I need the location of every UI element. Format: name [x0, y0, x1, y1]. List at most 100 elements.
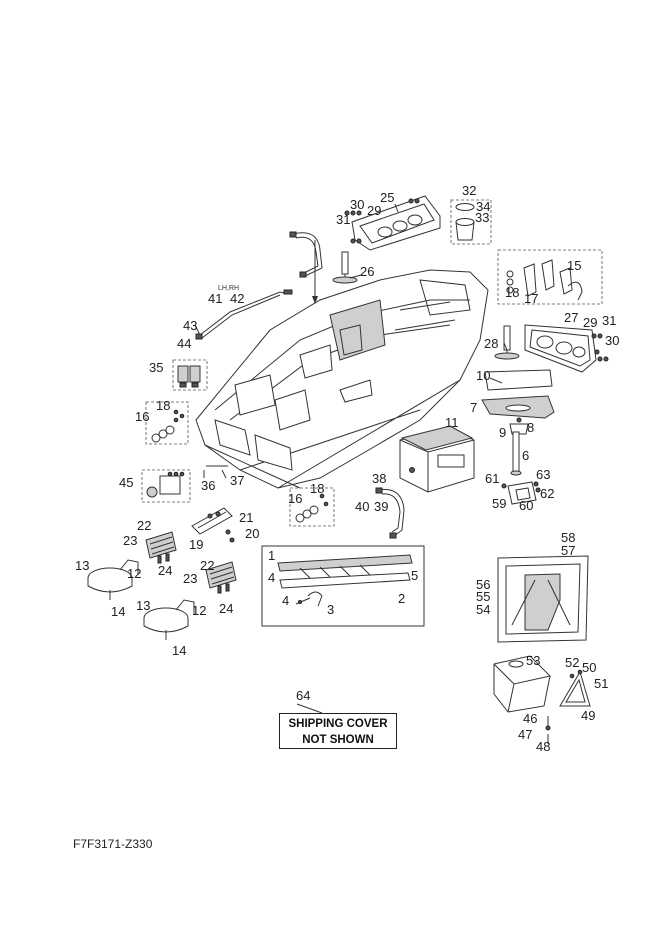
callout: 58	[561, 530, 575, 545]
grab-handle	[375, 487, 405, 539]
callout: 33	[475, 210, 489, 225]
callout-labels: 1 4 5 2 4 3 6 7 8 9 10 11 12 12 13 13 14…	[75, 183, 619, 754]
callout: 53	[526, 653, 540, 668]
drawing-code: F7F3171-Z330	[73, 837, 153, 851]
callout: 29	[367, 203, 381, 218]
callout: 31	[602, 313, 616, 328]
leader-lines	[194, 274, 508, 714]
callout: 6	[522, 448, 529, 463]
callout: 30	[605, 333, 619, 348]
callout: 42	[230, 291, 244, 306]
callout: 38	[372, 471, 386, 486]
callout: 22	[137, 518, 151, 533]
callout: 15	[567, 258, 581, 273]
callout: 25	[380, 190, 394, 205]
callout: 61	[485, 471, 499, 486]
step-lower	[205, 561, 237, 594]
hinge-group-lower	[289, 487, 335, 527]
cup-holder	[450, 199, 492, 245]
callout: 23	[183, 571, 197, 586]
callout: 11	[445, 415, 459, 430]
callout: 18	[505, 285, 519, 300]
callout: 51	[594, 676, 608, 691]
callout: 24	[158, 563, 172, 578]
callout: 62	[540, 486, 554, 501]
callout: 18	[156, 398, 170, 413]
pedestals	[332, 251, 520, 360]
callout: 27	[564, 310, 578, 325]
callout: 60	[519, 498, 533, 513]
callout: 34	[476, 199, 490, 214]
lh-rh-label: LH,RH	[218, 285, 239, 292]
callout: 1	[268, 548, 275, 563]
callout: 46	[523, 711, 537, 726]
storage-box-53	[493, 655, 551, 713]
callout: 55	[476, 589, 490, 604]
callout: 10	[476, 368, 490, 383]
cooler-box	[399, 425, 475, 493]
callout: 3	[327, 602, 334, 617]
callout: 13	[75, 558, 89, 573]
callout: 18	[310, 481, 324, 496]
callout: 21	[239, 510, 253, 525]
callout: 52	[565, 655, 579, 670]
shipping-note-line1: SHIPPING COVER	[288, 718, 388, 730]
callout: 23	[123, 533, 137, 548]
trim-pieces	[481, 369, 555, 435]
callout: 12	[192, 603, 206, 618]
callout: 31	[336, 212, 350, 227]
table-pole	[510, 431, 522, 476]
callout: 14	[111, 604, 125, 619]
callout: 39	[374, 499, 388, 514]
callout: 48	[536, 739, 550, 754]
callout: 43	[183, 318, 197, 333]
callout: 29	[583, 315, 597, 330]
steering-cable	[195, 289, 293, 340]
callout: 41	[208, 291, 222, 306]
seat-lower	[143, 599, 195, 640]
callout: 24	[219, 601, 233, 616]
gauge-panel-upper	[344, 195, 441, 251]
callout: 37	[230, 473, 244, 488]
callout: 14	[172, 643, 186, 658]
callout: 8	[527, 420, 534, 435]
part-45-plate	[141, 469, 191, 503]
fasteners-46-48	[545, 716, 551, 744]
callout: 4	[268, 570, 275, 585]
callout: 22	[200, 558, 214, 573]
boat-hull	[195, 240, 489, 489]
callout: 20	[245, 526, 259, 541]
callout: 32	[462, 183, 476, 198]
hardware-group-15	[497, 249, 603, 305]
callout: 59	[492, 496, 506, 511]
callout: 16	[288, 491, 302, 506]
step-upper	[145, 531, 177, 564]
callout: 57	[561, 543, 575, 558]
plate-49	[559, 669, 591, 707]
callout: 40	[355, 499, 369, 514]
callout: 44	[177, 336, 191, 351]
inset-panel-hatch	[497, 555, 589, 643]
callout: 4	[282, 593, 289, 608]
gauge-panel-right	[524, 324, 609, 373]
callout: 50	[582, 660, 596, 675]
seat-upper	[87, 559, 139, 600]
callout: 36	[201, 478, 215, 493]
callout: 63	[536, 467, 550, 482]
shipping-cover-note: SHIPPING COVER NOT SHOWN	[279, 713, 397, 749]
callout: 2	[398, 591, 405, 606]
callout: 17	[524, 291, 538, 306]
callout: 5	[411, 568, 418, 583]
part-35-hardware	[172, 359, 208, 391]
bracket-group	[501, 481, 541, 505]
callout: 12	[127, 566, 141, 581]
handrail-upper	[289, 231, 323, 278]
callout: 19	[189, 537, 203, 552]
callout: 54	[476, 602, 490, 617]
callout: 16	[135, 409, 149, 424]
clips-36-37	[203, 465, 228, 479]
callout: 45	[119, 475, 133, 490]
callout: 49	[581, 708, 595, 723]
inset-box-rub-rail	[261, 545, 425, 627]
